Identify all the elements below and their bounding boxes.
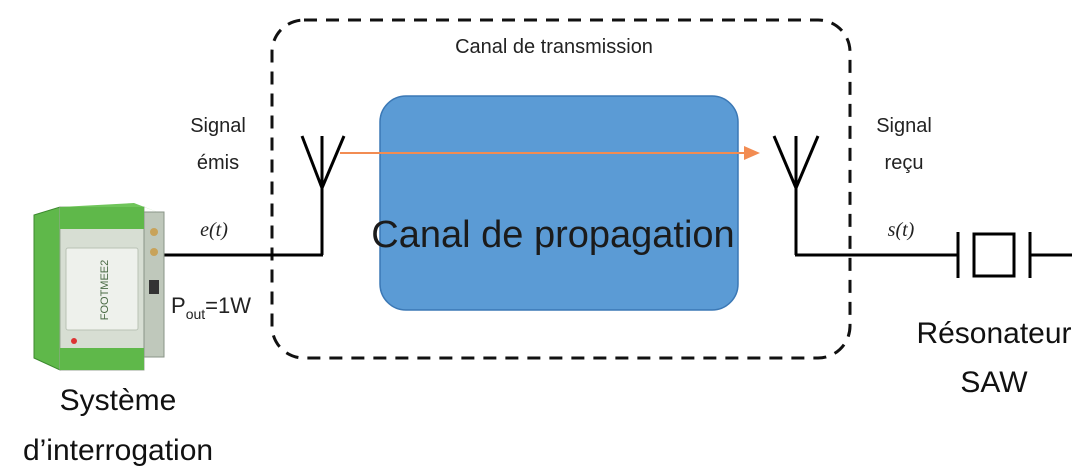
received-signal-label-line1: Signal (876, 115, 932, 137)
saw-resonator-name-line1: Résonateur (916, 317, 1071, 350)
emitted-signal-label-line1: Signal (190, 115, 246, 137)
transmission-channel-boundary (270, 18, 852, 360)
interrogation-device-image: FOOTMEE2 (33, 203, 165, 371)
propagation-channel-block (379, 95, 739, 311)
device-brand-text: FOOTMEE2 (99, 260, 111, 321)
interrogation-system-name-line1: Système (60, 384, 177, 417)
received-signal-label-line2: reçu (885, 152, 924, 174)
output-power-label: Pout=1W (171, 293, 251, 322)
saw-resonator-icon (956, 232, 1072, 278)
output-power-p: P (171, 293, 186, 318)
output-power-subscript: out (186, 306, 206, 322)
transmission-channel-title: Canal de transmission (455, 36, 653, 58)
interrogation-system-name-line2: d’interrogation (23, 434, 213, 467)
emitted-signal-symbol: e(t) (200, 219, 228, 241)
output-power-value: =1W (205, 293, 251, 318)
emitted-signal-label-line2: émis (197, 152, 239, 174)
emitter-antenna-icon (300, 135, 346, 255)
propagation-channel-label: Canal de propagation (371, 214, 734, 256)
received-signal-symbol: s(t) (888, 219, 915, 241)
receiver-antenna-icon (772, 135, 820, 255)
saw-resonator-name-line2: SAW (960, 366, 1028, 399)
signal-arrow-head-icon (744, 146, 760, 160)
